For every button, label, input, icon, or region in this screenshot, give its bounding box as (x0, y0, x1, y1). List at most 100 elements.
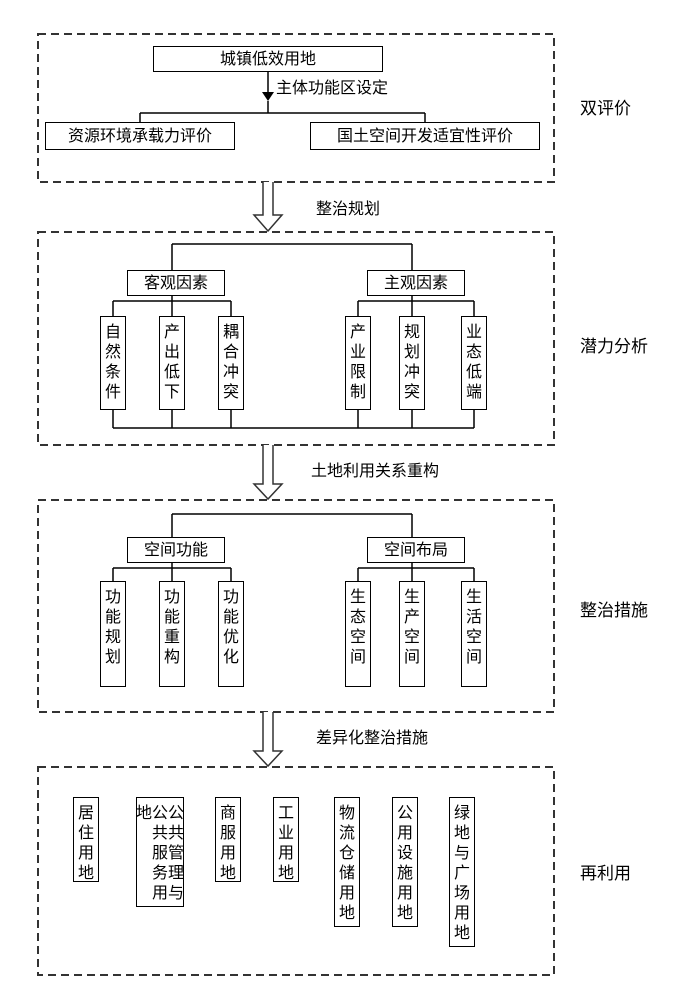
item-box: 功能规划 (100, 581, 126, 687)
text-column: 公用设施用地 (397, 803, 413, 923)
item-char: 业 (277, 823, 294, 842)
spatial-function-label: 空间功能 (143, 540, 208, 559)
item-char: 用 (453, 903, 470, 922)
item-char: 理 (168, 863, 185, 882)
item-char: 划 (403, 342, 420, 361)
item-char: 产 (403, 607, 420, 626)
transition-arrow-3 (252, 712, 284, 768)
item-char: 务 (152, 863, 169, 882)
transition-label-3: 差异化整治措施 (316, 728, 429, 747)
text-column: 功能重构 (164, 587, 180, 667)
item-char: 公 (168, 803, 185, 822)
section-label-potential: 潜力分析 (580, 337, 648, 357)
item-char: 条 (104, 362, 121, 381)
item-box: 物流仓储用地 (334, 797, 360, 927)
item-box: 生产空间 (399, 581, 425, 687)
item-box: 公共管理与公共服务用地 (136, 797, 184, 907)
item-char: 地 (338, 903, 355, 922)
item-box: 生态空间 (345, 581, 371, 687)
transition-label-1: 整治规划 (316, 199, 381, 218)
item-char: 生 (465, 587, 482, 606)
text-column: 功能规划 (105, 587, 121, 667)
item-char: 冲 (222, 362, 239, 381)
item-char: 用 (396, 883, 413, 902)
resource-capacity-eval-box: 资源环境承载力评价 (45, 122, 235, 150)
item-char: 空 (403, 627, 420, 646)
item-char: 端 (465, 382, 482, 401)
item-char: 广 (453, 863, 470, 882)
item-char: 居 (77, 803, 94, 822)
item-char: 用 (338, 883, 355, 902)
item-char: 用 (277, 843, 294, 862)
item-char: 场 (453, 883, 470, 902)
item-char: 空 (465, 627, 482, 646)
text-column: 生态空间 (350, 587, 366, 667)
item-char: 用 (396, 823, 413, 842)
item-char: 耦 (222, 322, 239, 341)
item-char: 能 (163, 607, 180, 626)
item-box: 居住用地 (73, 797, 99, 882)
item-box: 功能重构 (159, 581, 185, 687)
item-char: 地 (135, 803, 152, 822)
item-char: 地 (219, 863, 236, 882)
item-char: 自 (104, 322, 121, 341)
item-char: 间 (349, 647, 366, 666)
item-box: 生活空间 (461, 581, 487, 687)
item-char: 能 (222, 607, 239, 626)
item-char: 冲 (403, 362, 420, 381)
item-char: 低 (163, 362, 180, 381)
text-column: 物流仓储用地 (339, 803, 355, 923)
item-char: 生 (349, 587, 366, 606)
text-column: 地 (136, 803, 152, 823)
low-efficiency-land-box: 城镇低效用地 (153, 46, 383, 72)
spatial-function-box: 空间功能 (127, 537, 225, 563)
item-char: 公 (396, 803, 413, 822)
low-efficiency-land-label: 城镇低效用地 (219, 49, 316, 68)
item-char: 仓 (338, 843, 355, 862)
item-char: 地 (453, 823, 470, 842)
item-char: 业 (349, 342, 366, 361)
resource-capacity-eval-label: 资源环境承载力评价 (67, 126, 212, 145)
item-char: 重 (163, 627, 180, 646)
item-char: 用 (219, 843, 236, 862)
item-char: 业 (465, 322, 482, 341)
item-char: 出 (163, 342, 180, 361)
item-char: 绿 (453, 803, 470, 822)
text-column: 耦合冲突 (223, 322, 239, 402)
item-char: 用 (77, 843, 94, 862)
item-box: 产出低下 (159, 316, 185, 410)
item-char: 间 (465, 647, 482, 666)
text-column: 产业限制 (350, 322, 366, 402)
text-column: 公共管理与 (168, 803, 184, 903)
text-column: 业态低端 (466, 322, 482, 402)
transition-label-2: 土地利用关系重构 (311, 461, 440, 480)
item-char: 住 (77, 823, 94, 842)
item-char: 公 (152, 803, 169, 822)
item-char: 态 (465, 342, 482, 361)
section-label-measures: 整治措施 (580, 601, 648, 621)
spatial-layout-label: 空间布局 (383, 540, 448, 559)
item-char: 地 (396, 903, 413, 922)
item-char: 规 (104, 627, 121, 646)
item-char: 低 (465, 362, 482, 381)
item-char: 商 (219, 803, 236, 822)
text-column: 公共服务用 (152, 803, 168, 903)
item-char: 与 (168, 883, 185, 902)
item-char: 产 (163, 322, 180, 341)
item-char: 然 (104, 342, 121, 361)
item-char: 制 (349, 382, 366, 401)
text-column: 自然条件 (105, 322, 121, 402)
item-char: 地 (277, 863, 294, 882)
item-char: 共 (152, 823, 169, 842)
text-column: 功能优化 (223, 587, 239, 667)
text-column: 绿地与广场用地 (454, 803, 470, 943)
item-char: 功 (104, 587, 121, 606)
item-box: 自然条件 (100, 316, 126, 410)
item-box: 绿地与广场用地 (449, 797, 475, 947)
item-char: 物 (338, 803, 355, 822)
item-char: 化 (222, 647, 239, 666)
item-char: 服 (152, 843, 169, 862)
item-char: 地 (453, 923, 470, 942)
item-box: 功能优化 (218, 581, 244, 687)
